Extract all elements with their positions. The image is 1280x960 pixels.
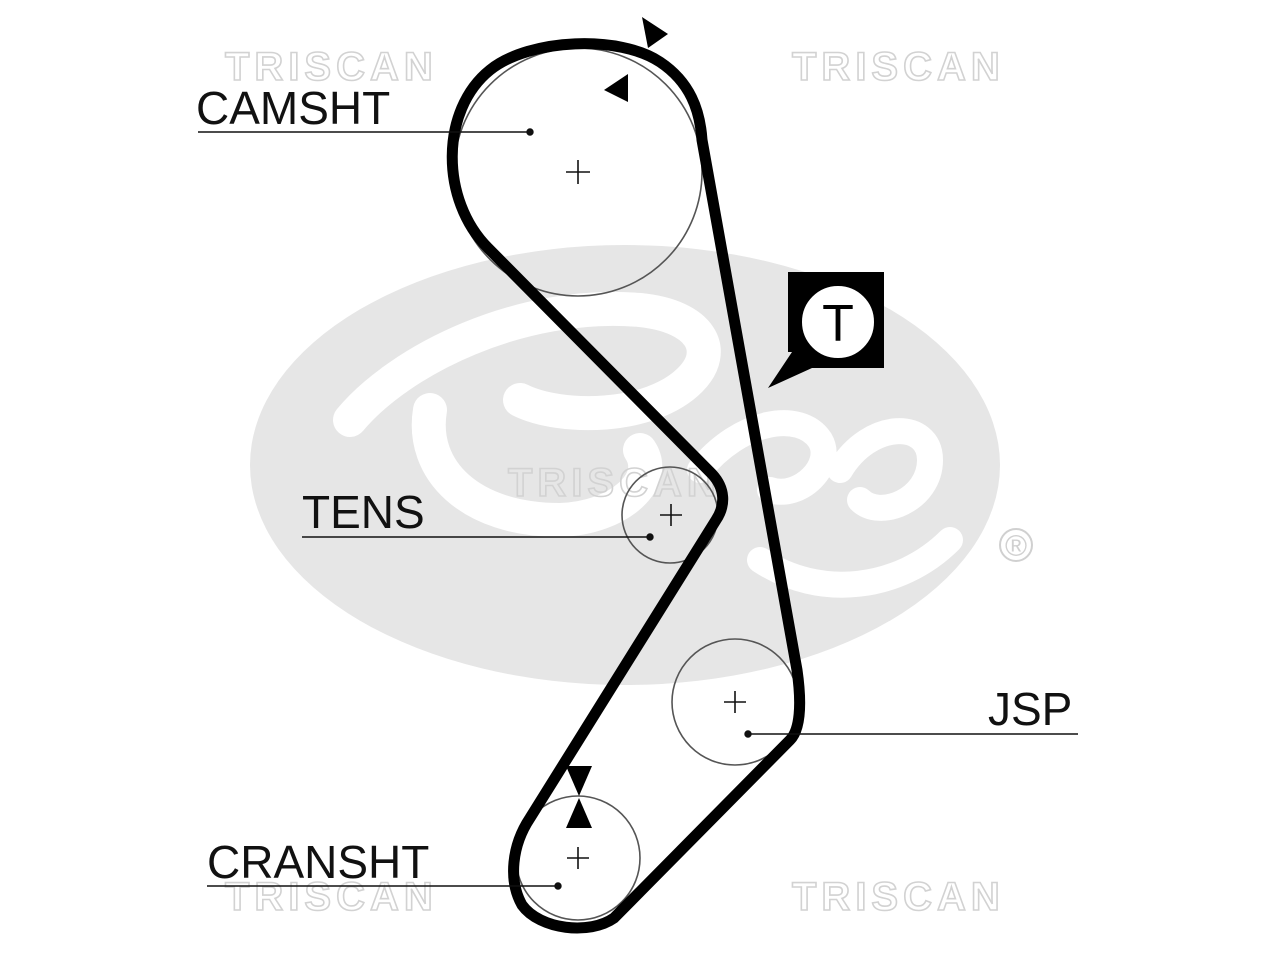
plus-icon <box>660 504 682 526</box>
registered-mark: ® <box>1005 530 1027 563</box>
callout-circle <box>798 282 878 362</box>
triangle-pair-icon <box>604 74 628 102</box>
timing-mark-camshaft <box>604 17 668 102</box>
watermark-text: TRISCAN <box>792 45 1005 89</box>
timing-belt <box>446 38 806 934</box>
logo-script-g <box>333 291 721 538</box>
tension-marker-label: T <box>822 295 854 353</box>
plus-icon <box>566 160 590 184</box>
watermark-text: TRISCAN <box>225 875 438 919</box>
triangle-pair-icon <box>566 798 592 828</box>
triangle-pair-icon <box>642 17 668 48</box>
watermark-text: TRISCAN <box>508 461 721 505</box>
jsp-label: JSP <box>988 683 1072 735</box>
registered-mark-circle <box>999 528 1033 562</box>
plus-icon <box>724 691 746 713</box>
watermark-text: TRISCAN <box>225 45 438 89</box>
camshaft-label: CAMSHT <box>196 82 390 134</box>
plus-icon <box>567 847 589 869</box>
tensioner-label: TENS <box>302 486 425 538</box>
crankshaft-label: CRANSHT <box>207 836 429 888</box>
pulley-centres <box>566 160 746 869</box>
tension-callout: T <box>768 272 884 388</box>
watermarks: TRISCAN TRISCAN TRISCAN TRISCAN TRISCAN <box>224 44 1005 920</box>
timing-mark-crankshaft <box>566 766 592 828</box>
leader-lines <box>198 128 1078 890</box>
triangle-pair-icon <box>566 766 592 796</box>
watermark-text: TRISCAN <box>792 875 1005 919</box>
